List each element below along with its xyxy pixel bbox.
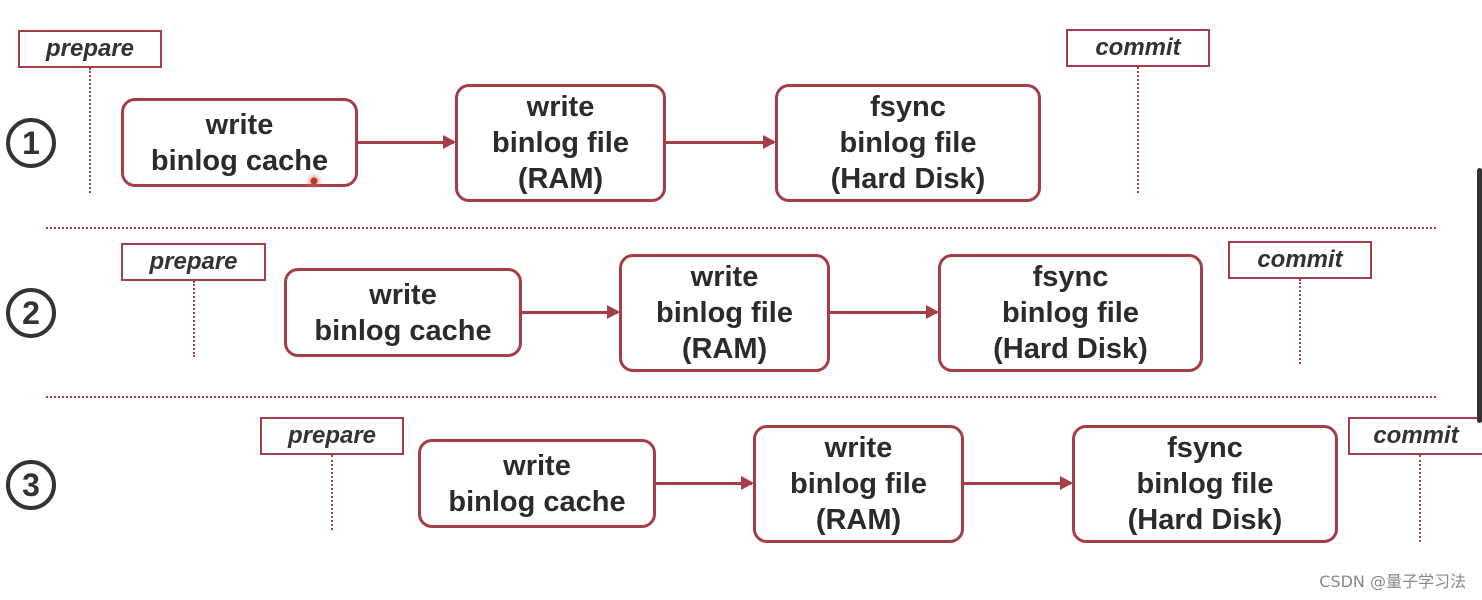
arrow-cache-to-file-1 [358,135,456,149]
commit-label-1: commit [1066,29,1210,67]
box-line: fsync [1167,432,1243,464]
box-line: write [526,91,595,123]
box-line: write [205,108,274,141]
box-line: fsync [870,91,946,123]
box-line: (RAM) [517,163,604,195]
box-line: binlog cache [448,485,626,518]
prepare-label-1: prepare [18,30,162,68]
box-line: binlog cache [314,314,492,347]
box-line: binlog cache [150,144,329,177]
box-line: write [369,278,437,311]
box-line: (Hard Disk) [993,333,1148,365]
box-line: binlog file [492,127,629,159]
fsync-binlog-file-box-3: fsync binlog file (Hard Disk) [1072,425,1338,543]
commit-marker-2 [1299,279,1301,364]
box-line: binlog file [839,127,977,159]
prepare-label-2: prepare [121,243,266,281]
write-binlog-cache-box-3: write binlog cache [418,439,656,528]
prepare-marker-2 [193,281,195,357]
step-number-3: 3 [6,460,56,510]
arrow-cache-to-file-3 [656,476,754,490]
prepare-label-3: prepare [260,417,404,455]
arrow-file-to-disk-2 [830,305,939,319]
box-line: binlog file [790,468,927,500]
box-line: (RAM) [815,504,902,536]
box-line: fsync [1032,261,1109,293]
box-line: (Hard Disk) [1127,504,1283,536]
write-binlog-cache-box-2: write binlog cache [284,268,522,357]
cursor-indicator [306,173,322,189]
watermark: CSDN @量子学习法 [1319,572,1466,591]
box-line: binlog file [1002,297,1139,329]
step-number-1: 1 [6,118,56,168]
box-line: binlog file [656,297,793,329]
row-separator [46,396,1436,398]
commit-marker-3 [1419,455,1421,542]
write-binlog-file-box-2: write binlog file (RAM) [619,254,830,372]
commit-marker-1 [1137,67,1139,193]
box-line: binlog file [1136,468,1274,500]
box-line: (Hard Disk) [830,163,986,195]
fsync-binlog-file-box-2: fsync binlog file (Hard Disk) [938,254,1203,372]
arrow-file-to-disk-3 [964,476,1073,490]
commit-label-2: commit [1228,241,1372,279]
write-binlog-cache-box-1: write binlog cache [121,98,358,187]
box-line: (RAM) [681,333,768,365]
commit-label-3: commit [1348,417,1482,455]
arrow-cache-to-file-2 [522,305,620,319]
write-binlog-file-box-3: write binlog file (RAM) [753,425,964,543]
prepare-marker-3 [331,455,333,530]
step-number-2: 2 [6,288,56,338]
fsync-binlog-file-box-1: fsync binlog file (Hard Disk) [775,84,1041,202]
row-separator [46,227,1436,229]
scrollbar[interactable] [1477,168,1482,423]
box-line: write [690,261,759,293]
prepare-marker-1 [89,68,91,193]
arrow-file-to-disk-1 [666,135,776,149]
write-binlog-file-box-1: write binlog file (RAM) [455,84,666,202]
box-line: write [503,449,571,482]
box-line: write [824,432,893,464]
